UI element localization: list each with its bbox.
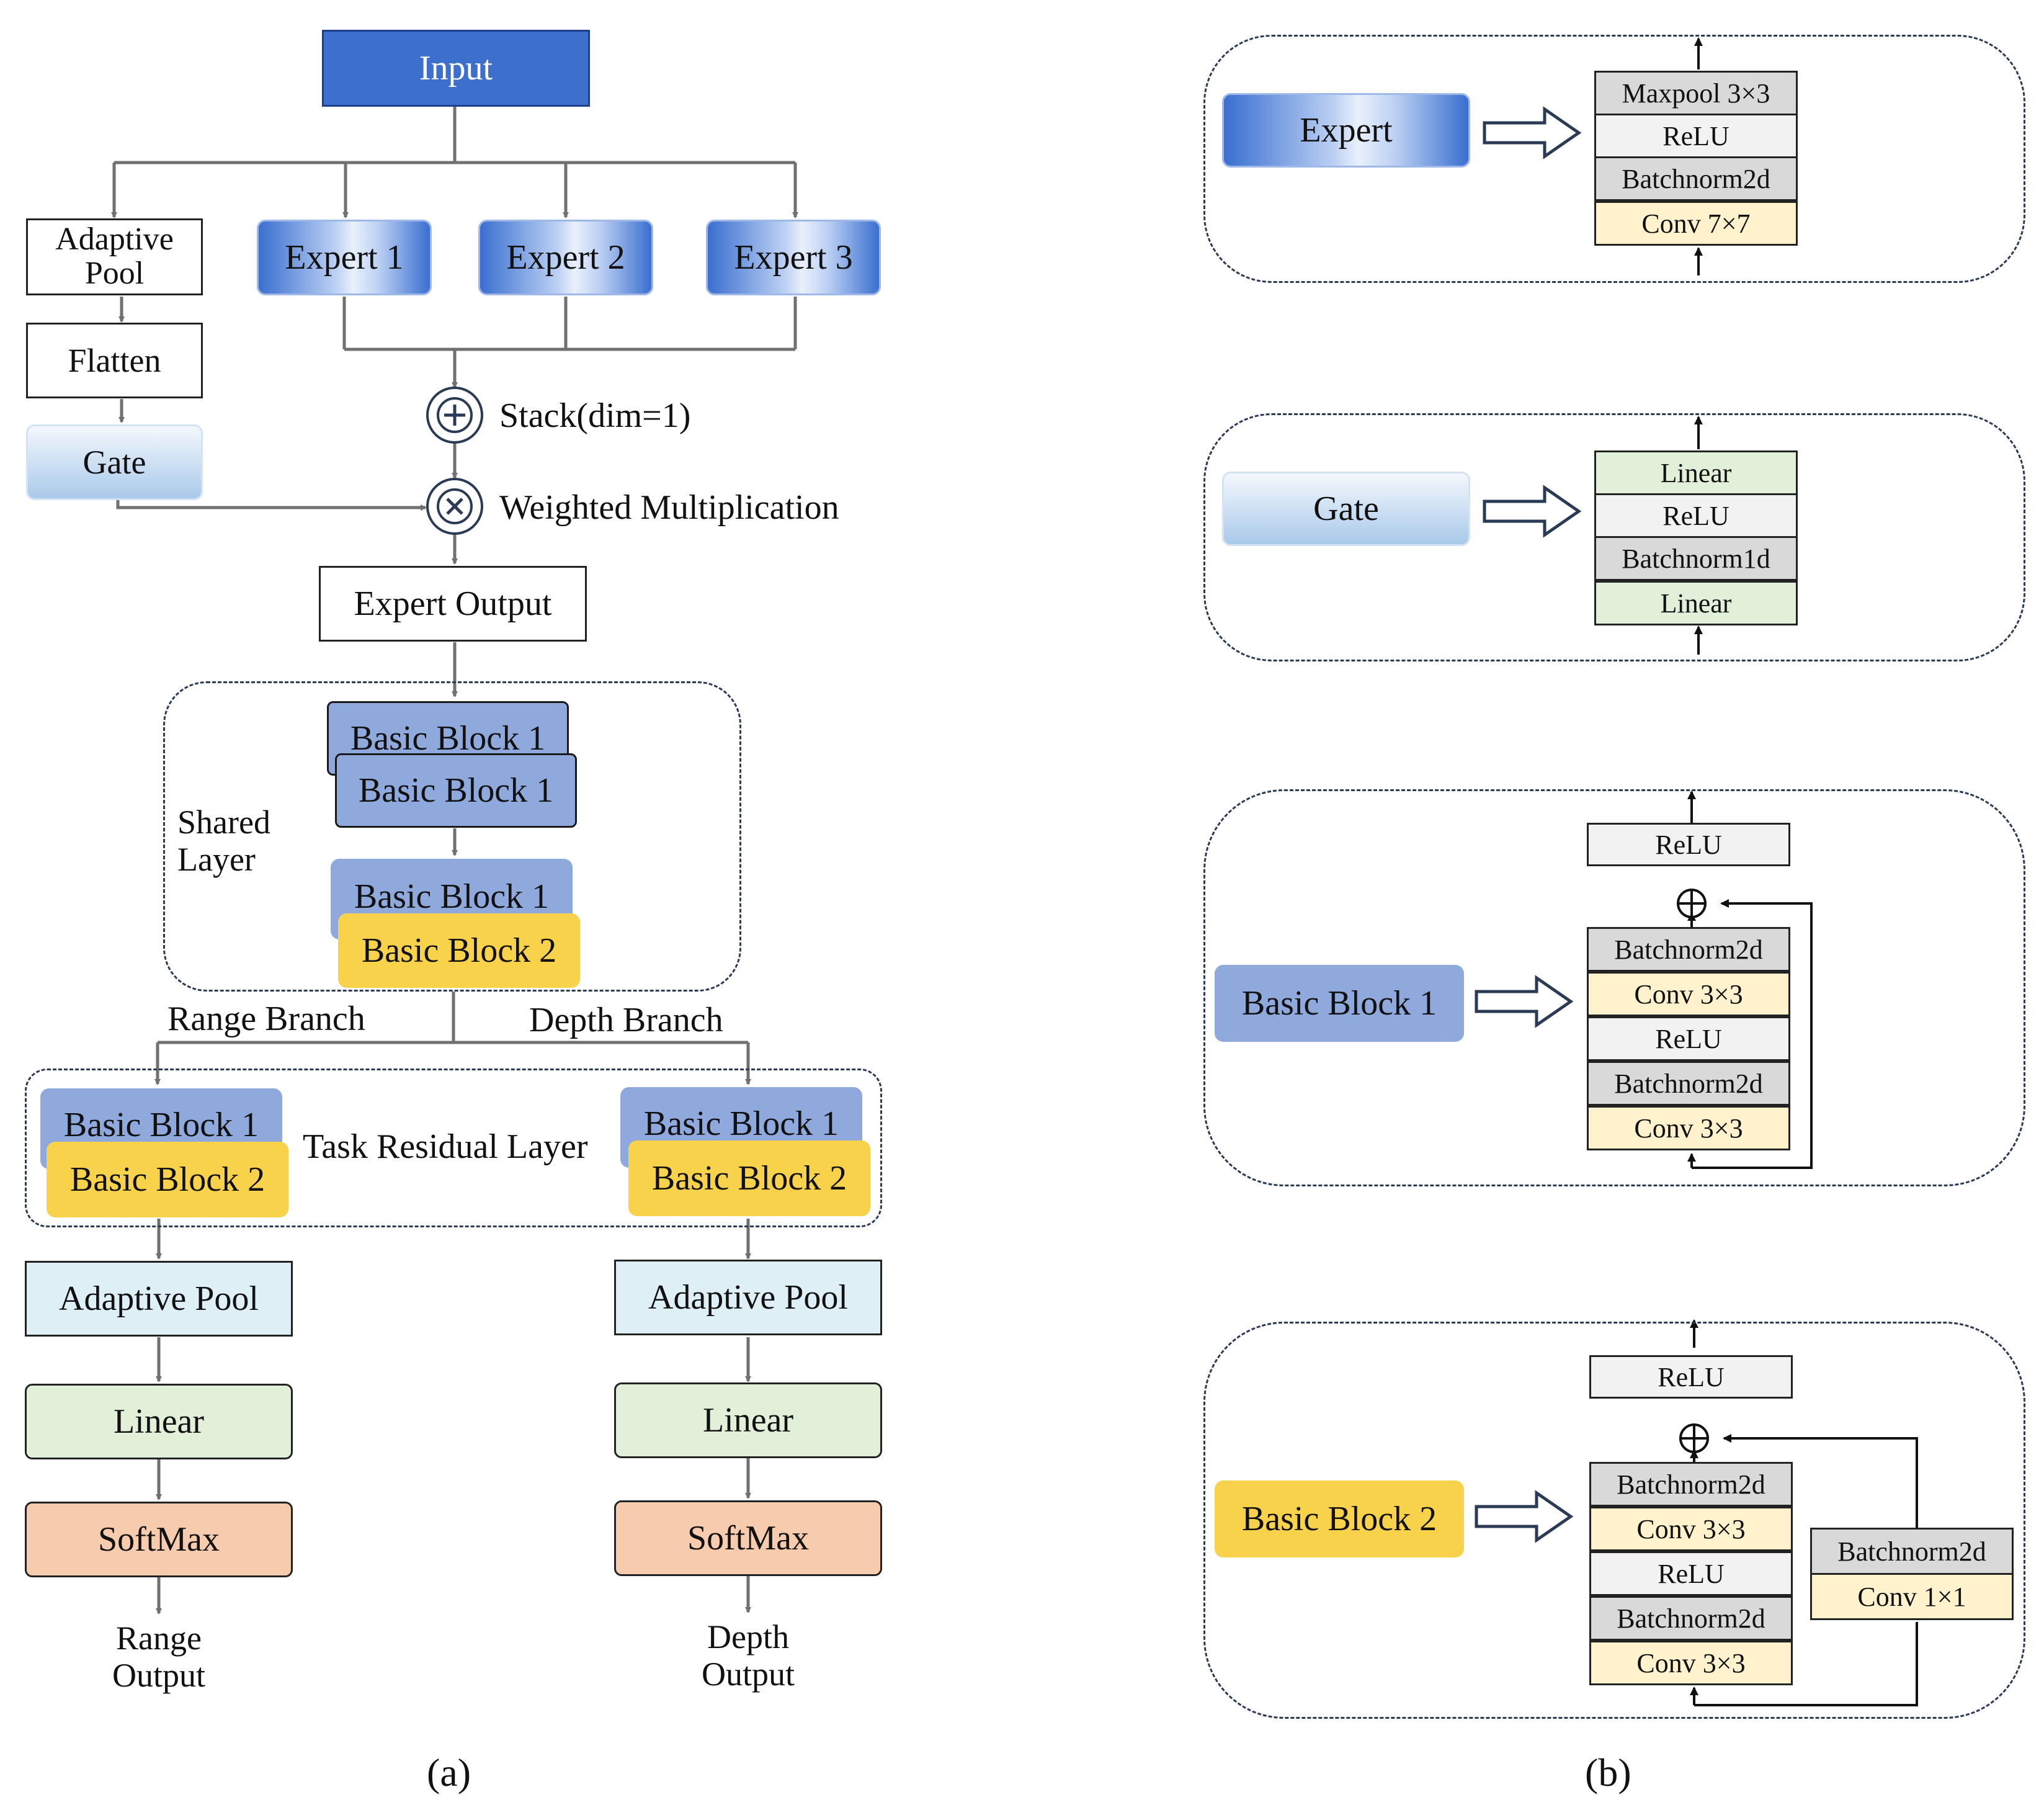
bb1-layer-relu: ReLU	[1587, 1016, 1790, 1061]
residual-add-icons	[1677, 889, 1709, 1453]
panel-b-connectors	[1687, 37, 1918, 1706]
gate-node: Gate	[26, 424, 203, 500]
weighted-multiply-icon	[426, 478, 483, 535]
flatten-node: Flatten	[26, 323, 203, 398]
range-output-label: Range Output	[112, 1619, 205, 1694]
bb2-shortcut-batchnorm: Batchnorm2d	[1810, 1528, 2014, 1575]
depth-output-label: Depth Output	[701, 1618, 795, 1693]
bb2-layer-batchnorm-a: Batchnorm2d	[1589, 1462, 1793, 1507]
hollow-arrows	[1475, 106, 1582, 1543]
panel-a-connectors	[111, 107, 798, 1615]
expert-3-node: Expert 3	[706, 220, 881, 295]
bb1-layer-batchnorm-b: Batchnorm2d	[1587, 1061, 1790, 1106]
input-node: Input	[322, 30, 590, 107]
task-residual-label: Task Residual Layer	[303, 1127, 588, 1166]
expert-layer-conv: Conv 7×7	[1594, 201, 1798, 246]
expert-layer-maxpool: Maxpool 3×3	[1594, 71, 1798, 115]
stack-label: Stack(dim=1)	[499, 396, 691, 435]
task-residual-group	[25, 1069, 882, 1227]
shared-basic-block-2: Basic Block 2	[338, 913, 580, 988]
depth-basic-block-2: Basic Block 2	[628, 1140, 870, 1216]
expert-output-node: Expert Output	[319, 566, 587, 642]
range-basic-block-2: Basic Block 2	[47, 1142, 288, 1217]
shared-layer-group	[163, 681, 741, 992]
bb2-layer-conv-a: Conv 3×3	[1589, 1507, 1793, 1551]
expert-layer-batchnorm: Batchnorm2d	[1594, 156, 1798, 201]
gate-detail-group	[1203, 413, 2025, 661]
depth-softmax: SoftMax	[614, 1500, 882, 1576]
expert-detail-group	[1203, 35, 2025, 283]
caption-b: (b)	[1585, 1750, 1631, 1794]
gate-layer-batchnorm: Batchnorm1d	[1594, 536, 1798, 581]
weighted-multiplication-label: Weighted Multiplication	[499, 488, 839, 527]
depth-linear: Linear	[614, 1382, 882, 1458]
caption-a: (a)	[427, 1750, 471, 1794]
bb2-layer-relu: ReLU	[1589, 1551, 1793, 1596]
basic-block-1-detail-group	[1203, 789, 2025, 1186]
bb1-layer-batchnorm-a: Batchnorm2d	[1587, 927, 1790, 972]
bb2-top-relu: ReLU	[1589, 1355, 1793, 1399]
expert-detail-label: Expert	[1222, 93, 1470, 168]
depth-branch-label: Depth Branch	[529, 1001, 723, 1039]
shared-basic-block-1-front: Basic Block 1	[335, 753, 577, 828]
gate-layer-linear-bottom: Linear	[1594, 581, 1798, 625]
bb2-layer-batchnorm-b: Batchnorm2d	[1589, 1596, 1793, 1641]
range-branch-label: Range Branch	[167, 1000, 365, 1038]
expert-layer-relu: ReLU	[1594, 114, 1798, 158]
basic-block-2-detail-label: Basic Block 2	[1215, 1481, 1464, 1557]
expert-2-node: Expert 2	[478, 220, 653, 295]
gate-layer-linear-top: Linear	[1594, 450, 1798, 495]
range-linear: Linear	[25, 1384, 293, 1459]
range-softmax: SoftMax	[25, 1502, 293, 1577]
range-adaptive-pool: Adaptive Pool	[25, 1261, 293, 1337]
gate-detail-label: Gate	[1222, 472, 1470, 546]
bb1-layer-conv-a: Conv 3×3	[1587, 972, 1790, 1016]
bb2-layer-conv-b: Conv 3×3	[1589, 1641, 1793, 1685]
depth-basic-block-1: Basic Block 1	[620, 1087, 862, 1168]
shared-layer-label: Shared Layer	[177, 803, 270, 878]
bb1-layer-conv-b: Conv 3×3	[1587, 1106, 1790, 1150]
expert-1-node: Expert 1	[257, 220, 432, 295]
adaptive-pool-node: Adaptive Pool	[26, 218, 203, 295]
bb1-top-relu: ReLU	[1587, 823, 1790, 866]
basic-block-1-detail-label: Basic Block 1	[1215, 965, 1464, 1042]
basic-block-2-detail-group	[1203, 1322, 2025, 1719]
depth-adaptive-pool: Adaptive Pool	[614, 1260, 882, 1335]
gate-layer-relu: ReLU	[1594, 493, 1798, 538]
bb2-shortcut-conv: Conv 1×1	[1810, 1573, 2014, 1620]
stack-plus-icon	[426, 387, 483, 444]
